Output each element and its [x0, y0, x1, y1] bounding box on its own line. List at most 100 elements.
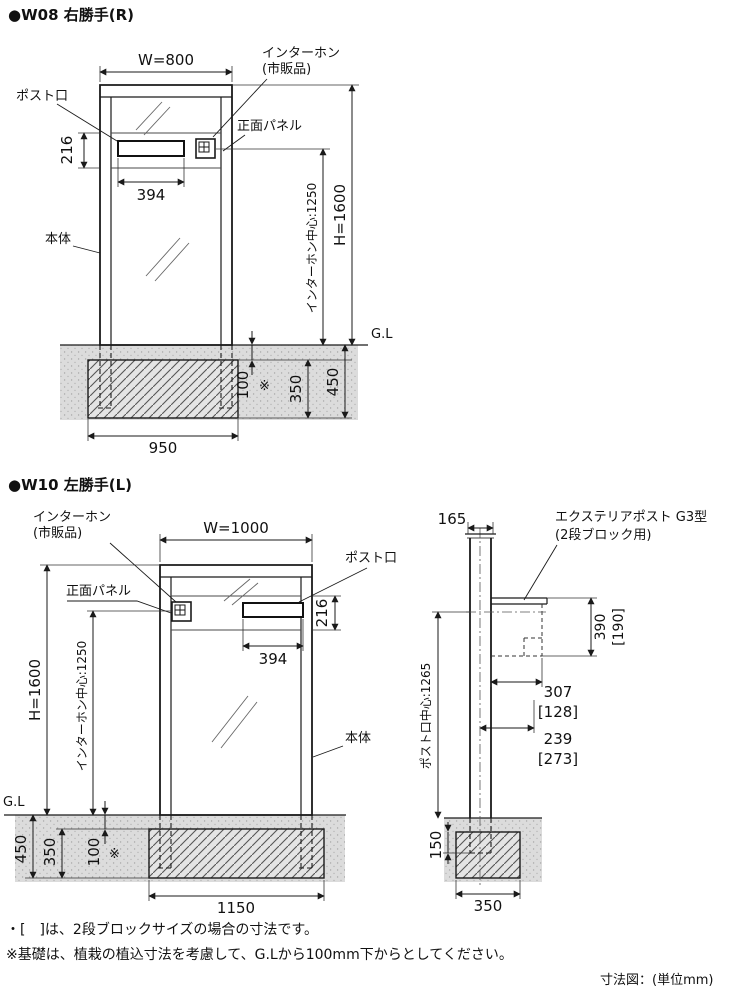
w10-dim-450-text: 450	[12, 835, 30, 864]
w08-post-slot	[117, 140, 185, 157]
w08-postslot-leader	[56, 103, 118, 142]
w10-body-label: 本体	[345, 731, 371, 746]
w08-glass-marks	[135, 101, 190, 282]
drawing-caption: 寸法図：(単位mm)	[600, 972, 713, 988]
w10-gl-label: G.L	[3, 795, 25, 810]
w10-dim-intercom-center: インターホン中心:1250	[74, 610, 172, 816]
w08-dim-350-text: 350	[287, 375, 305, 404]
w08-dim-height: H=1600	[232, 84, 359, 346]
w10-glass-marks	[211, 578, 259, 749]
side-dim-390-text: 390	[593, 614, 609, 641]
w08-body-label: 本体	[45, 232, 71, 247]
w10-post-slot	[242, 602, 304, 618]
w10-postslot-leader	[298, 567, 368, 603]
w08-diagram: ●W08 右勝手(R)	[8, 6, 393, 457]
w08-intercom-label-2: (市販品)	[262, 61, 311, 77]
w08-posts-below-ground	[98, 345, 234, 409]
w10-dim-height-text: H=1600	[26, 659, 44, 721]
side-dim-350: 350	[455, 880, 521, 915]
side-dim-239-text: 239	[544, 730, 573, 748]
w08-panel-leader	[222, 134, 246, 152]
note-bracket-sizes: ・[ ]は、2段ブロックサイズの場合の寸法です。	[6, 921, 318, 938]
side-dim-307-alt-text: [128]	[538, 703, 578, 721]
footer-notes: ・[ ]は、2段ブロックサイズの場合の寸法です。 ※基礎は、植栽の植込寸法を考慮…	[6, 921, 713, 988]
w08-dim-216: 216	[58, 132, 99, 169]
w08-ground	[60, 344, 368, 420]
w08-dim-216-text: 216	[58, 136, 76, 165]
w10-dim-width-text: W=1000	[203, 519, 269, 537]
side-dim-150: 150	[427, 822, 470, 864]
side-post-box	[466, 597, 548, 657]
side-product-label: エクステリアポスト G3型 (2段ブロック用)	[523, 510, 707, 601]
w08-dim-intercom-center-text: インターホン中心:1250	[304, 183, 319, 314]
w10-dim-100-note-mark: ※	[109, 847, 120, 862]
w08-body-leader	[72, 245, 101, 254]
side-view: 165 エクステリアポスト G3型 (2段ブロック用) 390 [190] 30…	[418, 510, 707, 915]
w08-intercom-leader	[212, 78, 268, 138]
w10-postslot-label: ポスト口	[345, 551, 397, 566]
side-dim-307-text: 307	[544, 683, 573, 701]
w08-foundation-outline	[87, 359, 239, 419]
w08-dim-100-note-mark: ※	[259, 379, 270, 394]
side-dim-165-text: 165	[438, 510, 467, 528]
side-foundation	[456, 832, 520, 878]
w08-dim-100-text: 100	[234, 371, 252, 400]
w10-foundation-outline	[148, 828, 325, 879]
w10-dim-216: 216	[313, 595, 341, 631]
side-dim-390: 390 [190]	[542, 597, 627, 657]
w10-intercom	[171, 601, 192, 622]
w10-dim-intercom-center-text: インターホン中心:1250	[74, 641, 89, 772]
w08-dim-height-text: H=1600	[331, 184, 349, 246]
side-product-leader	[523, 544, 558, 601]
w10-dim-100-text: 100	[85, 838, 103, 867]
w08-dim-width: W=800	[99, 51, 233, 82]
w10-body-leader	[312, 745, 344, 758]
w10-dim-width: W=1000	[159, 519, 313, 562]
side-foundation-outline	[455, 831, 521, 879]
w08-dim-394: 394	[117, 158, 185, 204]
w08-labels: ポスト口 インターホン (市販品) 正面パネル 本体 G.L	[16, 46, 393, 342]
w10-panel-label: 正面パネル	[66, 584, 131, 599]
side-dim-350-text: 350	[474, 897, 503, 915]
w10-labels: インターホン (市販品) 正面パネル ポスト口 本体 G.L	[3, 510, 397, 810]
w10-intercom-label-1: インターホン	[33, 510, 111, 525]
w10-dim-216-text: 216	[313, 599, 331, 628]
side-dim-165: 165	[438, 510, 494, 534]
w08-postslot-label: ポスト口	[16, 89, 68, 104]
w10-posts-below-ground	[158, 815, 314, 869]
w08-dim-intercom-center: インターホン中心:1250	[216, 148, 330, 346]
w08-dim-950: 950	[87, 419, 239, 457]
w10-dim-394-text: 394	[259, 650, 288, 668]
side-dim-post-center: ポスト口中心:1265	[418, 611, 470, 819]
w10-diagram: ●W10 左勝手(L)	[3, 476, 397, 917]
w10-title: ●W10 左勝手(L)	[8, 476, 132, 494]
w08-dim-450-text: 450	[324, 368, 342, 397]
side-dim-150-text: 150	[427, 831, 445, 860]
w10-frame	[158, 564, 314, 869]
w08-panel-label: 正面パネル	[237, 119, 302, 134]
w08-dims-below-ground: 100 ※ 350 450	[234, 331, 352, 419]
w10-foundation	[149, 829, 324, 878]
note-foundation: ※基礎は、植栽の植込寸法を考慮して、G.Lから100mm下からとしてください。	[6, 946, 513, 963]
w08-title: ●W08 右勝手(R)	[8, 6, 134, 24]
w10-dim-height: H=1600	[26, 564, 160, 816]
w08-dim-950-text: 950	[149, 439, 178, 457]
w10-dim-1150: 1150	[148, 880, 325, 917]
w08-dim-394-text: 394	[137, 186, 166, 204]
w10-dims-below-ground: 450 350 100 ※	[12, 801, 149, 879]
w08-dim-width-text: W=800	[138, 51, 194, 69]
w10-intercom-leader	[109, 542, 177, 603]
side-product-label-2: (2段ブロック用)	[555, 527, 651, 543]
w10-panel-leader	[67, 600, 172, 614]
w08-frame-outline	[99, 84, 233, 346]
w08-foundation	[88, 360, 238, 418]
w08-intercom	[195, 138, 216, 159]
w08-intercom-label-1: インターホン	[262, 46, 340, 61]
w08-gl-label: G.L	[371, 327, 393, 342]
side-dim-239: 239 [273]	[479, 700, 578, 768]
side-product-label-1: エクステリアポスト G3型	[555, 510, 707, 525]
w10-dim-350-text: 350	[41, 838, 59, 867]
side-dim-390-alt-text: [190]	[611, 608, 627, 646]
side-dim-307: 307 [128]	[490, 658, 578, 721]
